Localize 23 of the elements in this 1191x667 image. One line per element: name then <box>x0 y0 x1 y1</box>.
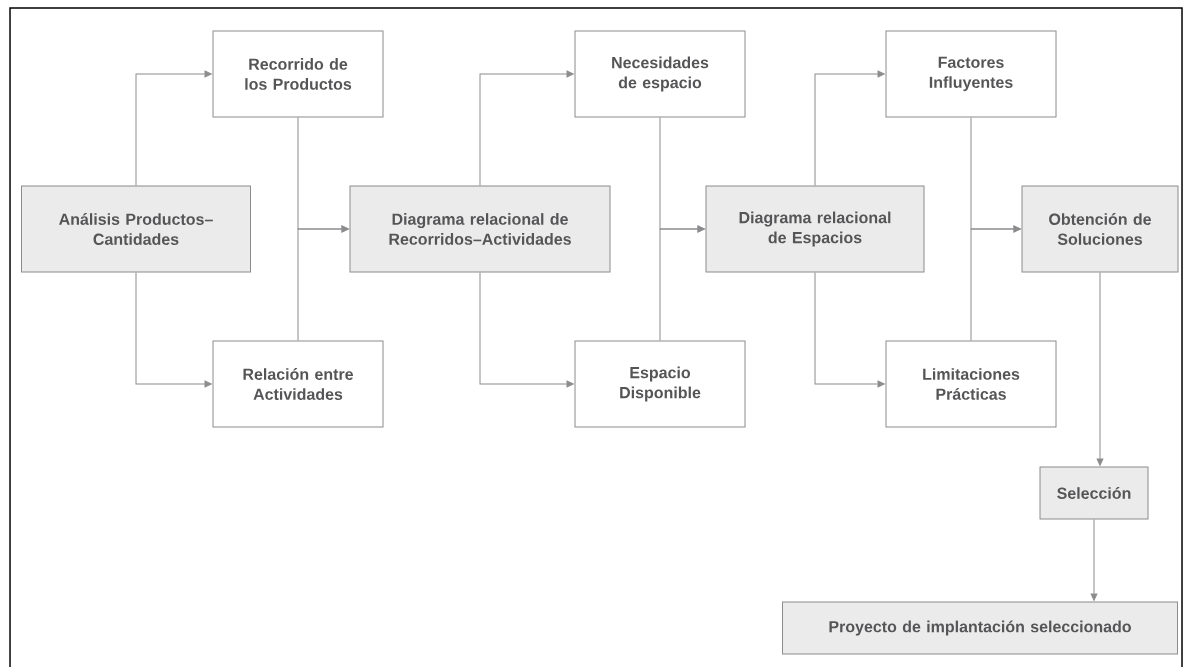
process-box: Relación entre Actividades <box>212 340 384 428</box>
process-box: Proyecto de implantación seleccionado <box>782 601 1178 655</box>
process-box: Análisis Productos–Cantidades <box>21 185 251 273</box>
process-box: Diagrama relacional de Espacios <box>705 185 925 273</box>
arrow <box>1096 272 1104 466</box>
process-box: Espacio Disponible <box>574 340 746 428</box>
process-box: Obtención de Soluciones <box>1021 185 1179 273</box>
arrow <box>814 272 885 388</box>
arrow <box>297 225 349 341</box>
process-box: Diagrama relacional de Recorridos–Actividades <box>349 185 611 273</box>
arrow <box>479 272 574 388</box>
arrow <box>970 225 1021 341</box>
arrow <box>659 225 705 341</box>
arrow <box>135 272 212 388</box>
process-box: Selección <box>1039 466 1149 520</box>
arrow <box>814 70 885 186</box>
arrow <box>479 70 574 186</box>
arrow <box>135 70 212 186</box>
process-box: Necesidades de espacio <box>574 30 746 118</box>
process-box: Factores Influyentes <box>885 30 1057 118</box>
process-box: Recorrido de los Productos <box>212 30 384 118</box>
process-box: Limitaciones Prácticas <box>885 340 1057 428</box>
arrow <box>1090 519 1098 601</box>
